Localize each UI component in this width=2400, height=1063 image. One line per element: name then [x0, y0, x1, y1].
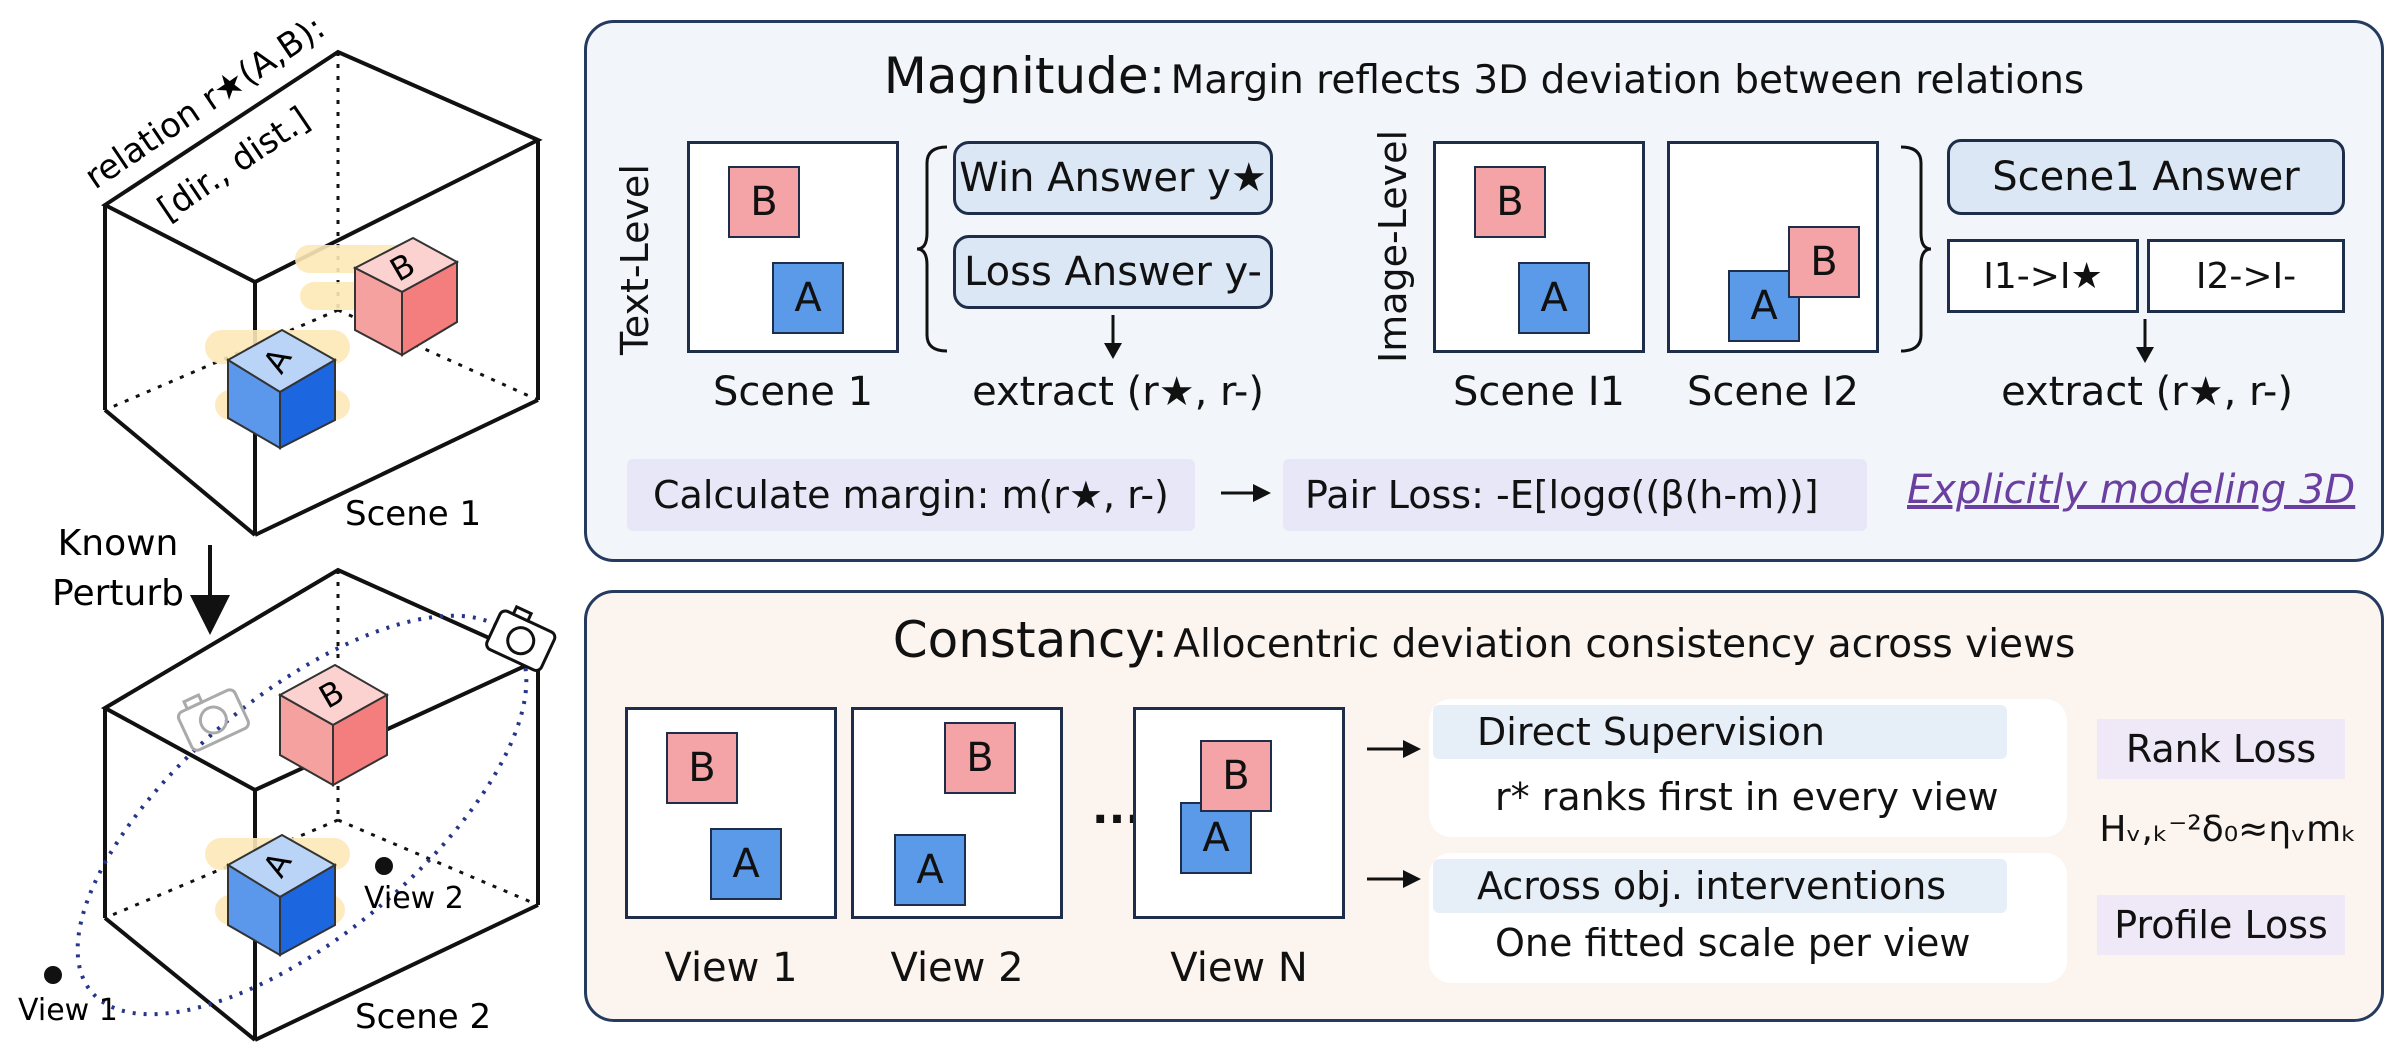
i1-box: I1->I★: [1947, 239, 2139, 313]
box-a: A: [1518, 262, 1590, 334]
constancy-heading: Constancy: Allocentric deviation consist…: [587, 611, 2381, 669]
scene1-answer: Scene1 Answer: [1947, 139, 2345, 215]
scene-i1-frame: B A: [1433, 141, 1645, 353]
view1-caption: View 1: [664, 945, 798, 991]
cube-b-scene2: [277, 663, 390, 787]
box-a: A: [772, 262, 844, 334]
ranks-first: r* ranks first in every view: [1495, 775, 1999, 819]
view1-label: View 1: [18, 993, 118, 1028]
box-b: B: [728, 166, 800, 238]
camera-icon-gray: [176, 688, 250, 752]
formula: Hᵥ,ₖ⁻²δ₀≈ηᵥmₖ: [2099, 809, 2357, 850]
extract-arrow: [1104, 315, 1122, 359]
box-b: B: [1200, 740, 1272, 812]
scene2-box: [100, 567, 543, 1042]
brace-left: [917, 145, 948, 353]
across-obj-card: Across obj. interventions One fitted sca…: [1429, 853, 2067, 983]
box-b: B: [1474, 166, 1546, 238]
scene-i2-caption: Scene I2: [1687, 369, 1859, 415]
profile-loss: Profile Loss: [2097, 895, 2345, 955]
magnitude-subtitle: Margin reflects 3D deviation between rel…: [1170, 58, 2085, 103]
image-level-label: Image-Level: [1371, 129, 1415, 363]
view2-frame: B A: [851, 707, 1063, 919]
cube-a-scene1: [226, 328, 338, 450]
extract2-arrow: [2136, 319, 2154, 363]
calc-margin: Calculate margin: m(r★, r-): [627, 459, 1195, 531]
box-b: B: [944, 722, 1016, 794]
magnitude-panel: Magnitude: Margin reflects 3D deviation …: [584, 20, 2384, 562]
box-a: A: [710, 828, 782, 900]
loss-answer: Loss Answer y-: [953, 235, 1273, 309]
view1-frame: B A: [625, 707, 837, 919]
direct-supervision: Direct Supervision: [1433, 705, 2007, 759]
box-a: A: [1180, 802, 1252, 874]
win-answer: Win Answer y★: [953, 141, 1273, 215]
scene2-label: Scene 2: [355, 997, 491, 1037]
magnitude-heading: Magnitude: Margin reflects 3D deviation …: [587, 47, 2381, 105]
explicit-modeling-link[interactable]: Explicitly modeling 3D: [1907, 467, 2356, 513]
brace-right: [1900, 145, 1932, 353]
viewN-caption: View N: [1170, 945, 1308, 991]
view2-point: [375, 857, 393, 875]
across-obj: Across obj. interventions: [1433, 859, 2007, 913]
box-a: A: [894, 834, 966, 906]
extract2-text: extract (r★, r-): [2001, 369, 2293, 415]
direct-supervision-card: Direct Supervision r* ranks first in eve…: [1429, 699, 2067, 837]
arrow-direct: [1367, 740, 1421, 758]
magnitude-title: Magnitude:: [883, 47, 1166, 105]
perturb-line1: Known: [58, 523, 179, 564]
rank-loss: Rank Loss: [2097, 719, 2345, 779]
view2-label: View 2: [364, 881, 464, 916]
box-a: A: [1728, 270, 1800, 342]
extract-text: extract (r★, r-): [972, 369, 1264, 415]
perturb-line2: Perturb: [52, 573, 184, 614]
cube-b-scene1: [352, 236, 460, 357]
arrow-across: [1367, 870, 1421, 888]
viewN-frame: A B: [1133, 707, 1345, 919]
margin-arrow: [1221, 484, 1271, 502]
constancy-title: Constancy:: [892, 611, 1169, 669]
box-b: B: [1788, 226, 1860, 298]
box-b: B: [666, 732, 738, 804]
constancy-subtitle: Allocentric deviation consistency across…: [1173, 622, 2076, 667]
text-level-label: Text-Level: [613, 164, 657, 355]
view1-point: [44, 966, 62, 984]
scene-illustration: B A relation r★(A,B): [dir., dist.] Scen…: [18, 8, 557, 1042]
i2-box: I2->I-: [2147, 239, 2345, 313]
scene-i1-caption: Scene I1: [1453, 369, 1625, 415]
scene1-label: Scene 1: [345, 494, 481, 534]
view2-caption: View 2: [890, 945, 1024, 991]
camera-icon: [485, 604, 557, 672]
scene1-caption: Scene 1: [712, 369, 874, 415]
cube-a-scene2: [226, 833, 338, 957]
constancy-panel: Constancy: Allocentric deviation consist…: [584, 590, 2384, 1022]
scene-i2-frame: A B: [1667, 141, 1879, 353]
scene1-frame: B A: [687, 141, 899, 353]
one-scale: One fitted scale per view: [1495, 921, 1971, 965]
pair-loss: Pair Loss: -E[logσ((β(h-m))]: [1283, 459, 1867, 531]
